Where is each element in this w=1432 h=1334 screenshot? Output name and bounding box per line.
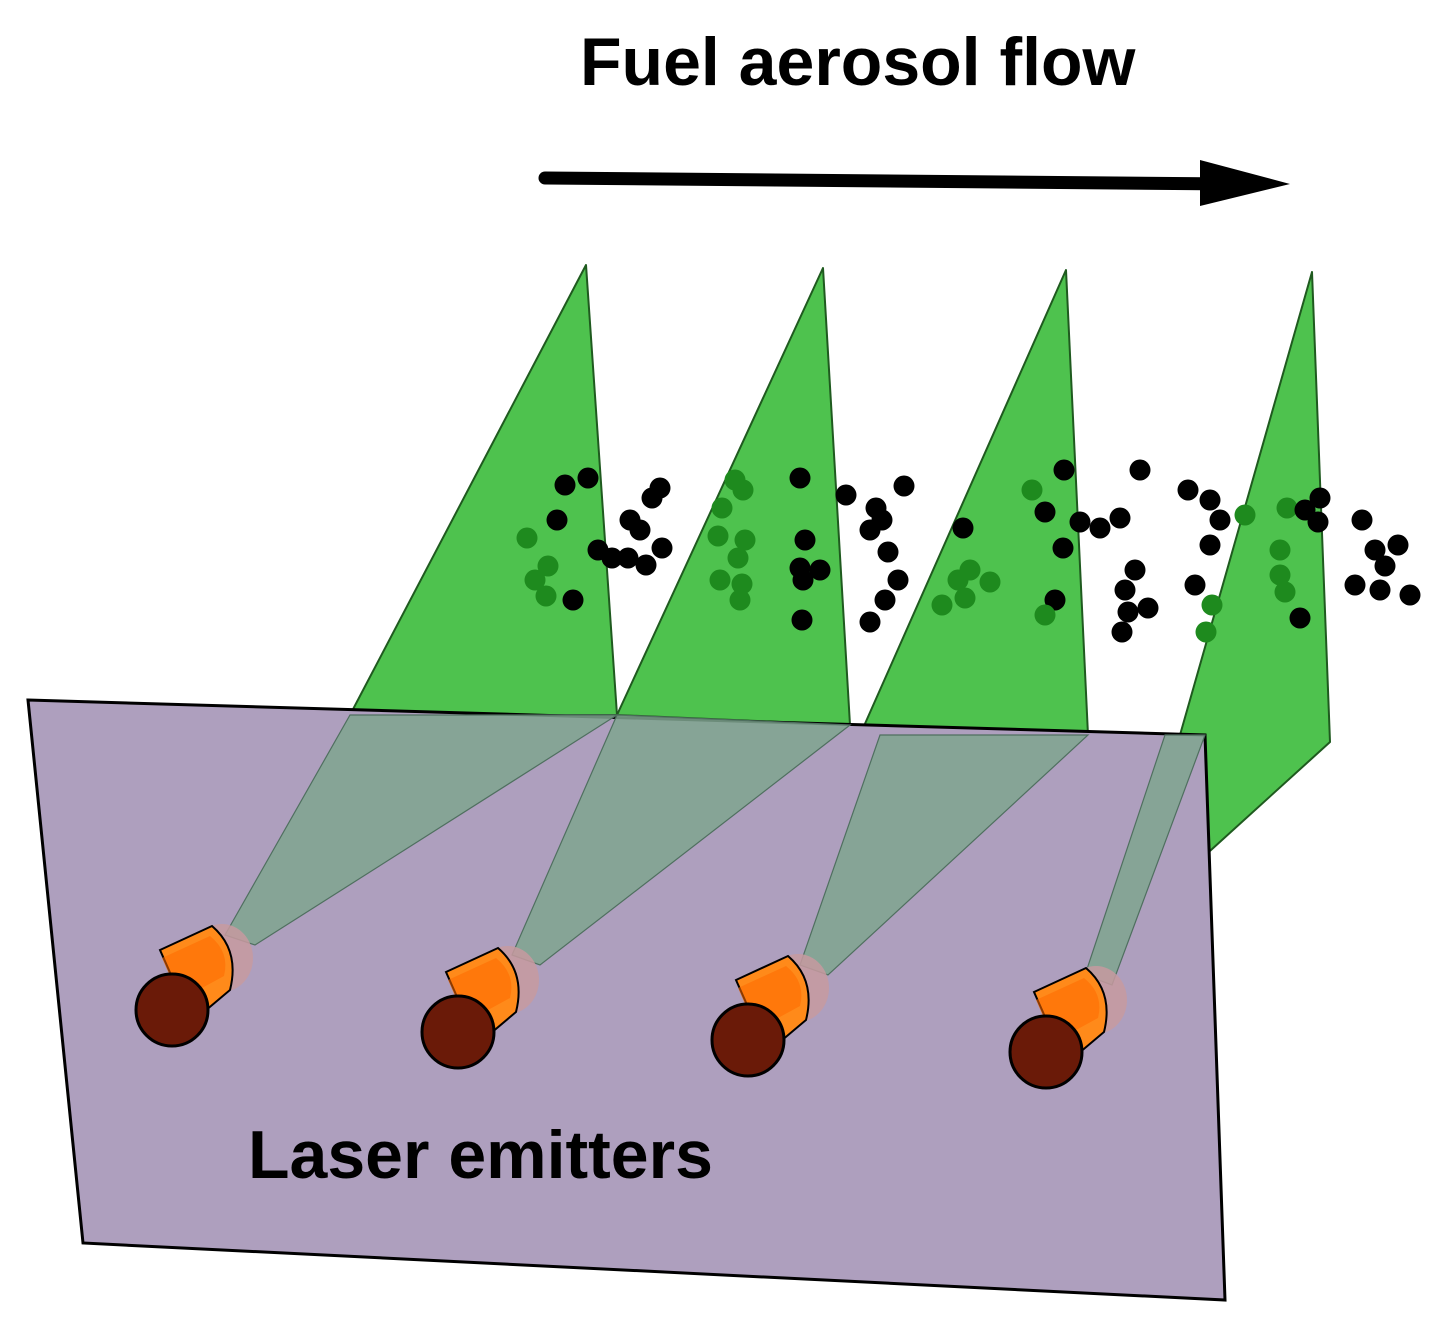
droplet-dot-icon [794, 529, 816, 551]
droplet-dot-icon [1034, 604, 1056, 626]
droplet-dot-icon [562, 589, 584, 611]
droplet-dot-icon [1195, 621, 1217, 643]
droplet-dot-icon [1044, 589, 1066, 611]
droplet-dot-icon [731, 573, 753, 595]
droplet-dot-icon [1117, 601, 1139, 623]
droplet-dot-icon [729, 589, 751, 611]
droplet-dot-icon [1307, 511, 1329, 533]
droplet-dot-icon [1351, 509, 1373, 531]
droplet-dot-icon [727, 547, 749, 569]
droplet-dot-icon [1274, 581, 1296, 603]
droplet-dot-icon [1137, 597, 1159, 619]
droplet-dot-icon [516, 527, 538, 549]
droplet-dot-icon [791, 609, 813, 631]
laser-emitter-icon [1008, 966, 1127, 1090]
droplet-dot-icon [601, 547, 623, 569]
droplet-dot-icon [1184, 574, 1206, 596]
droplet-dot-icon [877, 541, 899, 563]
droplet-dot-icon [954, 587, 976, 609]
droplet-dot-icon [1234, 504, 1256, 526]
droplet-dot-icon [732, 479, 754, 501]
droplet-dot-icon [835, 484, 857, 506]
laser-sheet-1 [349, 264, 618, 716]
droplet-dot-icon [629, 519, 651, 541]
droplet-dot-icon [1199, 534, 1221, 556]
droplet-dot-icon [1374, 555, 1396, 577]
droplet-dot-icon [1114, 579, 1136, 601]
droplet-dot-icon [707, 525, 729, 547]
droplet-dot-icon [1199, 489, 1221, 511]
droplet-dot-icon [1052, 537, 1074, 559]
droplet-dot-icon [874, 589, 896, 611]
droplet-dot-icon [734, 529, 756, 551]
droplet-dot-icon [524, 569, 546, 591]
laser-sheet-3 [859, 269, 1089, 736]
laser-emitter-icon [420, 946, 539, 1070]
droplet-dot-icon [1021, 479, 1043, 501]
droplet-dot-icon [1124, 559, 1146, 581]
droplet-dot-icon [1111, 621, 1133, 643]
droplet-dot-icon [1369, 579, 1391, 601]
droplet-dot-icon [789, 467, 811, 489]
droplet-dot-icon [709, 569, 731, 591]
diagram-title: Fuel aerosol flow [580, 24, 1137, 100]
droplet-dot-icon [859, 519, 881, 541]
droplet-dot-icon [1209, 509, 1231, 531]
droplet-dot-icon [651, 537, 673, 559]
droplet-dot-icon [1269, 564, 1291, 586]
droplet-dot-icon [1364, 539, 1386, 561]
droplet-dot-icon [952, 517, 974, 539]
droplet-dot-icon [859, 611, 881, 633]
droplet-dot-icon [1034, 501, 1056, 523]
droplet-dot-icon [1399, 584, 1421, 606]
laser-beams [224, 714, 1206, 986]
droplet-dot-icon [1276, 497, 1298, 519]
panel-label: Laser emitters [248, 1117, 713, 1193]
fuel-droplets [516, 459, 1421, 643]
droplet-dot-icon [1109, 507, 1131, 529]
droplet-dot-icon [1344, 574, 1366, 596]
droplet-dot-icon [617, 547, 639, 569]
droplet-dot-icon [1387, 534, 1409, 556]
droplet-dot-icon [947, 569, 969, 591]
droplet-dot-icon [535, 585, 557, 607]
droplet-dot-icon [1089, 517, 1111, 539]
droplet-dot-icon [649, 477, 671, 499]
droplet-dot-icon [711, 497, 733, 519]
droplet-dot-icon [1201, 594, 1223, 616]
droplet-dot-icon [1177, 479, 1199, 501]
droplet-dot-icon [1053, 459, 1075, 481]
droplet-dot-icon [537, 555, 559, 577]
droplet-dot-icon [979, 571, 1001, 593]
droplet-dot-icon [1309, 487, 1331, 509]
laser-emitters [134, 924, 1127, 1090]
droplet-dot-icon [1269, 539, 1291, 561]
laser-emitter-icon [710, 954, 829, 1078]
droplet-dot-icon [1289, 607, 1311, 629]
droplet-dot-icon [1129, 459, 1151, 481]
droplet-dot-icon [1069, 511, 1091, 533]
droplet-dot-icon [577, 467, 599, 489]
droplet-dot-icon [887, 569, 909, 591]
droplet-dot-icon [635, 554, 657, 576]
droplet-dot-icon [809, 559, 831, 581]
flow-arrow-icon [538, 160, 1290, 206]
droplet-dot-icon [792, 569, 814, 591]
laser-emitter-icon [134, 924, 253, 1048]
droplet-dot-icon [931, 594, 953, 616]
droplet-dot-icon [546, 509, 568, 531]
droplet-dot-icon [893, 475, 915, 497]
droplet-dot-icon [554, 474, 576, 496]
